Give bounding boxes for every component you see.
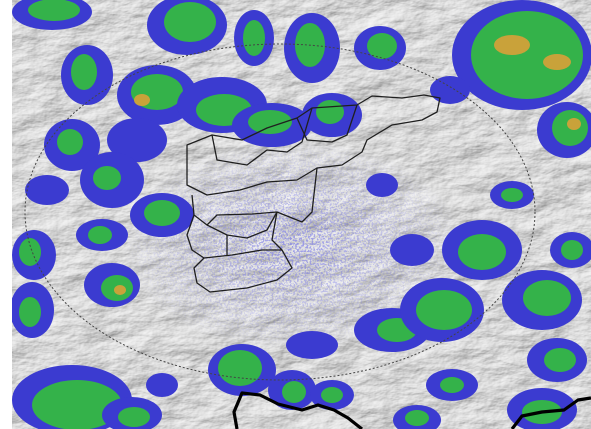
radar-range-ring bbox=[24, 43, 536, 381]
precipitation-echoes bbox=[12, 0, 591, 429]
radar-map bbox=[12, 0, 591, 429]
regional-border bbox=[232, 391, 591, 429]
municipal-boundaries bbox=[186, 94, 441, 293]
